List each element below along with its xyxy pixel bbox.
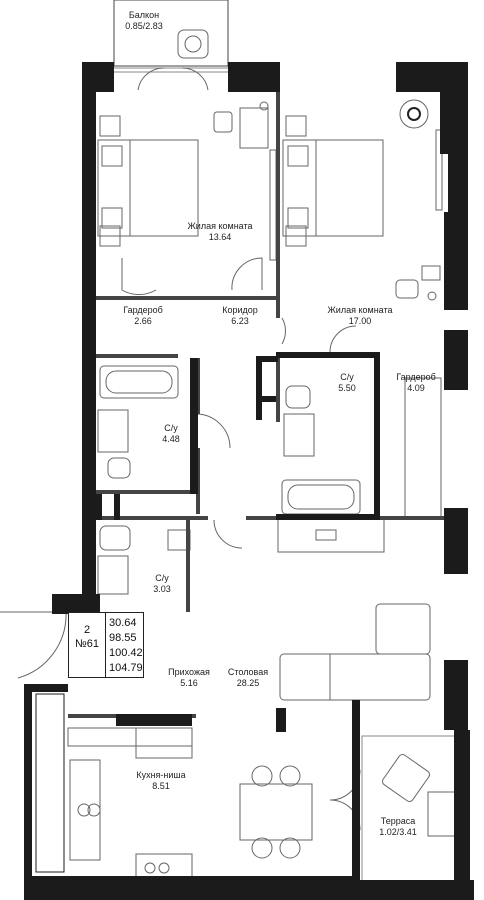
toilet-icon-3 bbox=[99, 525, 131, 551]
room-name: Столовая bbox=[227, 667, 269, 677]
room-label-dining: Столовая 28.25 bbox=[228, 667, 268, 689]
room-name: Балкон bbox=[128, 10, 160, 20]
apartment-areas: 30.64 98.55 100.42 104.79 bbox=[105, 613, 143, 677]
balcony-outline bbox=[113, 0, 229, 67]
area-value: 98.55 bbox=[109, 632, 137, 644]
room-name: Терраса bbox=[380, 816, 416, 826]
room-area: 4.48 bbox=[162, 434, 180, 444]
room-name: Жилая комната bbox=[187, 221, 253, 231]
room-label-bedroom-2: Жилая комната 17.00 bbox=[327, 305, 392, 327]
wardrobe-panel-1 bbox=[269, 149, 277, 261]
kitchen-counter-icon bbox=[67, 727, 193, 895]
room-label-hall: Прихожая 5.16 bbox=[168, 667, 210, 689]
bathtub-icon-2 bbox=[281, 479, 361, 515]
door-icon bbox=[121, 258, 157, 296]
room-area: 4.09 bbox=[407, 383, 425, 393]
room-label-kitchen: Кухня-ниша 8.51 bbox=[136, 770, 185, 792]
room-label-wardrobe-1: Гардероб 2.66 bbox=[123, 305, 163, 327]
area-value: 100.42 bbox=[109, 647, 143, 659]
room-label-bathroom-3: С/у 3.03 bbox=[153, 573, 171, 595]
bathtub-icon bbox=[99, 365, 179, 399]
room-area: 0.85/2.83 bbox=[125, 21, 163, 31]
wardrobe-rail bbox=[404, 377, 442, 519]
room-area: 17.00 bbox=[348, 316, 372, 326]
room-label-balcony: Балкон 0.85/2.83 bbox=[125, 10, 163, 32]
room-area: 2.66 bbox=[134, 316, 152, 326]
toilet-icon-2 bbox=[285, 385, 311, 409]
room-name: Коридор bbox=[222, 305, 258, 315]
room-area: 6.23 bbox=[231, 316, 249, 326]
room-label-corridor: Коридор 6.23 bbox=[222, 305, 258, 327]
dining-table-icon bbox=[239, 765, 313, 859]
exterior-walls bbox=[24, 62, 474, 900]
sink-icon-3 bbox=[97, 555, 129, 595]
window-panel bbox=[435, 129, 443, 211]
bed-icon bbox=[97, 115, 199, 247]
room-area: 5.50 bbox=[338, 383, 356, 393]
room-area: 1.02/3.41 bbox=[379, 827, 417, 837]
room-area: 28.25 bbox=[236, 678, 260, 688]
inner-walls bbox=[96, 352, 380, 726]
apartment-id: 2 №61 bbox=[71, 623, 103, 651]
bed-icon-2 bbox=[282, 115, 384, 247]
room-name: Гардероб bbox=[123, 305, 163, 315]
terrace-table-icon bbox=[427, 791, 459, 837]
room-area: 5.16 bbox=[180, 678, 198, 688]
armchair-icon bbox=[395, 265, 441, 301]
room-name: С/у bbox=[155, 573, 169, 583]
room-label-bedroom-1: Жилая комната 13.64 bbox=[187, 221, 252, 243]
apartment-number: №61 bbox=[74, 638, 100, 650]
balcony-door-icon bbox=[137, 67, 165, 91]
room-name: Гардероб bbox=[396, 372, 436, 382]
apartment-info-box: 2 №61 30.64 98.55 100.42 104.79 bbox=[68, 612, 144, 678]
room-name: Прихожая bbox=[168, 667, 210, 677]
balcony-chair-icon bbox=[177, 29, 209, 59]
fixtures bbox=[0, 0, 467, 895]
counter-top bbox=[277, 517, 385, 553]
room-label-terrace: Терраса 1.02/3.41 bbox=[379, 816, 417, 838]
entrance-door-icon bbox=[0, 611, 67, 679]
area-value: 30.64 bbox=[109, 617, 137, 629]
room-label-wardrobe-2: Гардероб 4.09 bbox=[396, 372, 436, 394]
plant-icon bbox=[399, 99, 429, 129]
room-label-bathroom-2: С/у 5.50 bbox=[338, 372, 356, 394]
room-name: С/у bbox=[164, 423, 178, 433]
sink-icon bbox=[97, 409, 129, 453]
terrace-chair-icon bbox=[382, 754, 430, 802]
sink-icon-2 bbox=[283, 413, 315, 457]
room-label-bathroom-1: С/у 4.48 bbox=[162, 423, 180, 445]
rooms-count: 2 bbox=[83, 624, 91, 636]
room-name: Жилая комната bbox=[327, 305, 393, 315]
room-area: 13.64 bbox=[208, 232, 232, 242]
room-area: 3.03 bbox=[153, 584, 171, 594]
room-area: 8.51 bbox=[152, 781, 170, 791]
room-name: Кухня-ниша bbox=[136, 770, 186, 780]
desk-icon bbox=[213, 101, 269, 149]
room-name: С/у bbox=[340, 372, 354, 382]
area-value: 104.79 bbox=[109, 662, 143, 674]
toilet-icon bbox=[107, 457, 131, 479]
sofa-icon bbox=[279, 603, 431, 701]
